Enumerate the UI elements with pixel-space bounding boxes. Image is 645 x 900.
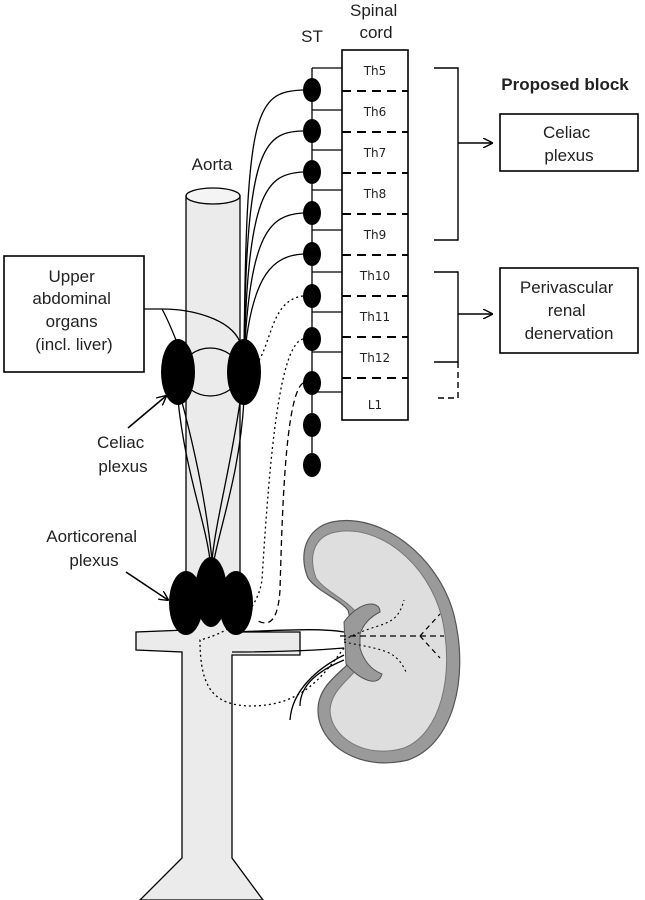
spinal-cord <box>341 49 409 421</box>
organs-label-line4: (incl. liver) <box>35 335 112 354</box>
segment-label-th12: Th12 <box>359 351 390 365</box>
trunk-ganglion <box>303 78 321 102</box>
organ-connection-line <box>144 308 241 343</box>
kidney-medulla <box>312 530 448 752</box>
renal-box-line1: Perivascular <box>520 278 614 297</box>
svg-text:Aorticorenal plexus: Aorticorenal plexus <box>46 527 141 570</box>
segment-label-th9: Th9 <box>363 228 387 242</box>
greater-splanchnic-nerves <box>243 89 304 361</box>
bracket-l1-dashed <box>434 362 459 399</box>
bracket-th10-th12 <box>434 271 459 363</box>
celiac-plexus-ganglia <box>161 339 261 561</box>
trunk-ganglion <box>303 284 321 308</box>
spinal-cord-label-line2: cord <box>359 23 392 42</box>
renal-vessels <box>231 629 345 721</box>
aorta <box>135 187 301 900</box>
proposed-block-title: Proposed block <box>501 75 629 94</box>
renal-box-line2: renal <box>548 301 586 320</box>
trunk-ganglion <box>303 413 321 437</box>
aorticorenal-label-line1: Aorticorenal <box>46 527 137 546</box>
celiac-plexus-pointer-arrow <box>127 396 166 429</box>
segment-label-th7: Th7 <box>363 146 387 160</box>
organ-connection-line-2 <box>161 308 177 341</box>
renal-pelvis <box>343 603 383 682</box>
celiac-ganglion-right <box>227 339 261 405</box>
segment-label-th5: Th5 <box>363 64 387 78</box>
lesser-splanchnic-nerves <box>199 295 345 707</box>
svg-text:Upper abdominal or: Upper abdominal organs (incl. liver) <box>32 267 115 354</box>
aorticorenal-ganglia <box>169 557 253 635</box>
segment-label-th8: Th8 <box>363 187 387 201</box>
spinal-cord-label-line1: Spinal <box>350 1 397 20</box>
trunk-ganglion <box>303 119 321 143</box>
celiac-plexus-label-line1: Celiac <box>97 433 145 452</box>
celiac-plexus-block-box: Celiac plexus <box>499 113 639 172</box>
celiac-plexus-label-line2: plexus <box>98 457 147 476</box>
celiac-box-line1: Celiac <box>543 123 591 142</box>
aorticorenal-label-line2: plexus <box>69 551 118 570</box>
organs-label-line1: Upper <box>48 267 95 286</box>
svg-text:Celiac plexus: Celiac plexus <box>543 123 595 165</box>
celiac-ganglion-left <box>161 339 195 405</box>
sympathetic-trunk <box>303 67 342 477</box>
organs-label-line3: organs <box>46 312 98 331</box>
renal-box-line3: denervation <box>525 324 614 343</box>
segment-labels: Th5 Th6 Th7 Th8 Th9 Th10 Th11 Th12 L1 <box>359 64 390 412</box>
segment-label-l1: L1 <box>368 398 382 412</box>
segment-label-th11: Th11 <box>359 310 390 324</box>
bracket-th5-th9 <box>434 67 459 241</box>
organs-label-line2: abdominal <box>32 289 110 308</box>
trunk-ganglion <box>303 327 321 351</box>
aorta-label: Aorta <box>192 155 233 174</box>
kidney <box>303 520 461 764</box>
trunk-ganglion <box>303 201 321 225</box>
trunk-ganglion <box>303 160 321 184</box>
st-label: ST <box>301 27 323 46</box>
trunk-ganglion <box>303 371 321 395</box>
trunk-ganglion <box>303 453 321 477</box>
svg-text:Celiac plexus: Celiac plexus <box>97 433 149 476</box>
aorta-top-opening <box>185 187 241 205</box>
trunk-ganglion <box>303 242 321 266</box>
upper-abdominal-organs-box: Upper abdominal organs (incl. liver) <box>3 255 145 373</box>
least-splanchnic-nerve <box>255 382 304 624</box>
celiac-box-line2: plexus <box>544 146 593 165</box>
svg-text:Spinal cord: Spinal cord <box>350 1 402 42</box>
aorticorenal-pointer-arrow <box>125 571 168 600</box>
segment-label-th10: Th10 <box>359 269 390 283</box>
renal-denervation-block-box: Perivascular renal denervation <box>499 267 639 354</box>
svg-text:Perivascular renal: Perivascular renal denervation <box>520 278 618 343</box>
segment-label-th6: Th6 <box>363 105 387 119</box>
